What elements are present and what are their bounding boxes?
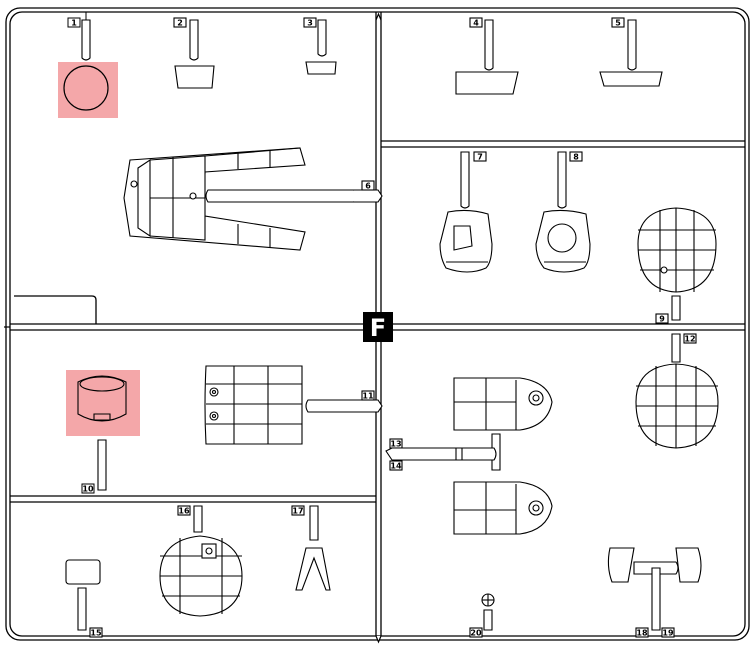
part-7: 7 [439,151,493,273]
part-14-label: 14 [390,462,402,471]
part-12: 12 [635,333,719,449]
part-16-label: 16 [178,507,190,516]
sprue-letter-badge: F [363,312,393,342]
part-4: 4 [455,17,519,95]
part-20-label: 20 [470,629,482,638]
part-13-label: 13 [390,440,401,449]
part-1-label: 1 [71,19,77,28]
part-10: 10 [66,370,140,494]
part-3-label: 3 [307,19,313,28]
part-2: 2 [173,17,215,89]
part-15-label: 15 [90,629,102,638]
part-6-label: 6 [365,182,371,191]
sprue-letter: F [370,314,386,342]
part-11: 11 [204,365,383,445]
part-17: 17 [291,505,331,591]
part-14: 14 [389,460,553,535]
part-15: 15 [65,559,103,638]
part-2-label: 2 [177,19,183,28]
part-5: 5 [599,17,663,87]
part-20: 20 [469,593,495,638]
part-18-19: 18 19 [607,547,702,638]
part-9-label: 9 [659,315,665,324]
part-1: 1 [58,12,118,118]
part-10-label: 10 [82,485,94,494]
part-6: 6 [123,147,383,251]
part-5-label: 5 [615,19,621,28]
part-4-label: 4 [473,19,479,28]
part-3: 3 [303,17,337,75]
part-8: 8 [535,151,591,273]
part-7-label: 7 [477,153,483,162]
part-12-label: 12 [684,335,695,344]
part-17-label: 17 [292,507,303,516]
part-18-label: 18 [636,629,648,638]
part-8-label: 8 [573,153,579,162]
part-11-label: 11 [362,392,374,401]
part-16: 16 [159,505,243,617]
part-19-label: 19 [662,629,674,638]
part-9: 9 [637,207,717,324]
runner-13-14 [385,447,497,461]
